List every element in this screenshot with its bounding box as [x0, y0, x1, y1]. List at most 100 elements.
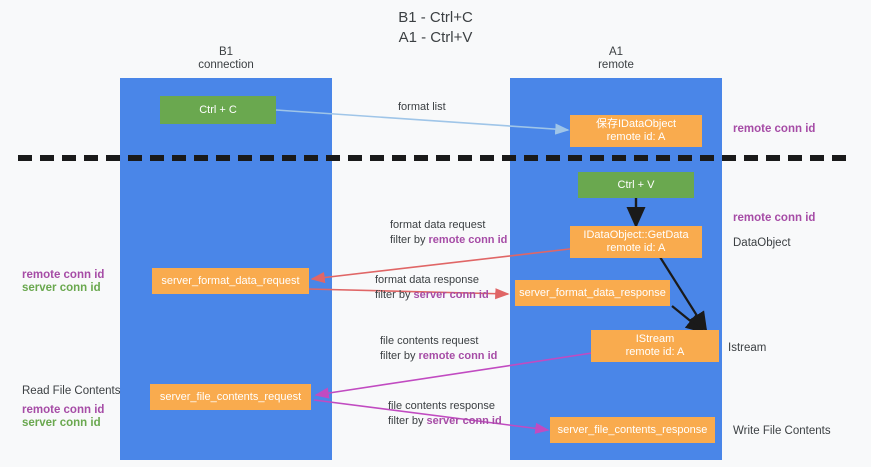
connector-file-contents-response — [313, 399, 550, 434]
divider-dash — [260, 155, 274, 161]
divider-dash — [634, 155, 648, 161]
divider-dash — [590, 155, 604, 161]
node-server-file-contents-request-label: server_file_contents_request — [159, 390, 302, 403]
divider-dash — [810, 155, 824, 161]
node-server-format-data-response-label: server_format_data_response — [519, 286, 666, 299]
divider-dash — [656, 155, 670, 161]
edge-label-format-data-request-line1: format data request — [390, 219, 486, 231]
node-server-file-contents-response-label: server_file_contents_response — [557, 423, 708, 436]
divider-dash — [546, 155, 560, 161]
divider-dash — [18, 155, 32, 161]
node-server-file-contents-request[interactable]: server_file_contents_request — [150, 384, 311, 410]
side-label-left-remote-conn-id-bottom: remote conn id — [22, 404, 105, 416]
divider-dash — [678, 155, 692, 161]
connector-format-data-request — [310, 247, 579, 284]
side-label-dataobject: DataObject — [733, 237, 791, 249]
node-save-idataobject-line1: 保存IDataObject — [595, 118, 677, 130]
divider-dash — [700, 155, 714, 161]
node-ctrl-c-label: Ctrl + C — [199, 103, 237, 116]
divider-dash — [502, 155, 516, 161]
divider-dash — [106, 155, 120, 161]
connector-getdata-to-istream — [659, 256, 708, 332]
phase-divider — [18, 155, 863, 161]
edge-label-format-data-request-highlight: remote conn id — [428, 234, 508, 246]
divider-dash — [62, 155, 76, 161]
edge-label-format-list-line1: format list — [398, 101, 446, 113]
divider-dash — [766, 155, 780, 161]
divider-dash — [788, 155, 802, 161]
edge-label-format-data-response-prefix: filter by — [375, 289, 414, 301]
column-header-a1: A1 remote — [598, 46, 634, 71]
node-save-idataobject-line2: remote id: A — [606, 131, 666, 143]
edge-label-format-data-response-line2: filter by server conn id — [375, 288, 489, 303]
page-title: B1 - Ctrl+C A1 - Ctrl+V — [398, 9, 473, 46]
edge-label-format-data-response-line1: format data response — [375, 274, 479, 286]
node-idataobject-getdata-line2: remote id: A — [606, 242, 666, 254]
edge-label-file-contents-request: file contents request filter by remote c… — [380, 334, 497, 364]
divider-dash — [612, 155, 626, 161]
edge-label-file-contents-response-prefix: filter by — [388, 415, 427, 427]
edge-label-format-data-request: format data request filter by remote con… — [390, 218, 507, 248]
connector-file-contents-request — [314, 352, 593, 399]
side-label-left-server-conn-id-bottom: server conn id — [22, 417, 101, 429]
divider-dash — [172, 155, 186, 161]
divider-dash — [722, 155, 736, 161]
edge-label-format-data-response: format data response filter by server co… — [375, 273, 489, 303]
column-header-b1: B1 connection — [198, 46, 254, 71]
divider-dash — [744, 155, 758, 161]
edge-label-file-contents-response-line1: file contents response — [388, 400, 496, 412]
node-istream-line2: remote id: A — [625, 346, 685, 358]
node-istream[interactable]: IStream remote id: A — [591, 330, 719, 362]
node-ctrl-c[interactable]: Ctrl + C — [160, 96, 276, 124]
divider-dash — [216, 155, 230, 161]
edge-label-file-contents-response-line2: filter by server conn id — [388, 414, 502, 429]
node-server-format-data-request[interactable]: server_format_data_request — [152, 268, 309, 294]
divider-dash — [84, 155, 98, 161]
edge-label-file-contents-request-prefix: filter by — [380, 350, 419, 362]
side-label-left-server-conn-id-top: server conn id — [22, 282, 101, 294]
divider-dash — [40, 155, 54, 161]
side-label-read-file-contents: Read File Contents — [22, 385, 121, 397]
divider-dash — [480, 155, 494, 161]
divider-dash — [238, 155, 252, 161]
divider-dash — [282, 155, 296, 161]
edge-label-format-data-request-prefix: filter by — [390, 234, 429, 246]
side-label-left-remote-conn-id-top: remote conn id — [22, 269, 105, 281]
divider-dash — [348, 155, 362, 161]
node-save-idataobject[interactable]: 保存IDataObject remote id: A — [570, 115, 702, 147]
edge-label-format-data-request-line2: filter by remote conn id — [390, 233, 507, 248]
node-server-file-contents-response[interactable]: server_file_contents_response — [550, 417, 715, 443]
side-label-right-remote-conn-id-top: remote conn id — [733, 123, 816, 135]
edge-label-file-contents-request-highlight: remote conn id — [418, 350, 498, 362]
divider-dash — [414, 155, 428, 161]
side-label-istream: Istream — [728, 342, 767, 354]
edge-label-format-data-response-highlight: server conn id — [413, 289, 489, 301]
divider-dash — [524, 155, 538, 161]
node-idataobject-getdata[interactable]: IDataObject::GetData remote id: A — [570, 226, 702, 258]
edge-label-file-contents-response-highlight: server conn id — [426, 415, 502, 427]
node-server-format-data-response[interactable]: server_format_data_response — [515, 280, 670, 306]
connector-format-data-response — [307, 288, 510, 300]
divider-dash — [568, 155, 582, 161]
side-label-write-file-contents: Write File Contents — [733, 425, 831, 437]
node-server-format-data-request-label: server_format_data_request — [161, 274, 300, 287]
connector-format-list — [275, 109, 570, 135]
node-ctrl-v-label: Ctrl + V — [617, 178, 655, 191]
divider-dash — [370, 155, 384, 161]
edge-label-file-contents-request-line2: filter by remote conn id — [380, 349, 497, 364]
side-label-right-remote-conn-id-mid: remote conn id — [733, 212, 816, 224]
divider-dash — [128, 155, 142, 161]
divider-dash — [458, 155, 472, 161]
node-istream-line1: IStream — [635, 333, 675, 345]
divider-dash — [392, 155, 406, 161]
divider-dash — [304, 155, 318, 161]
edge-label-file-contents-request-line1: file contents request — [380, 335, 479, 347]
edge-label-file-contents-response: file contents response filter by server … — [388, 399, 502, 429]
divider-dash — [436, 155, 450, 161]
divider-dash — [150, 155, 164, 161]
divider-dash — [326, 155, 340, 161]
node-idataobject-getdata-line1: IDataObject::GetData — [583, 229, 689, 241]
node-ctrl-v[interactable]: Ctrl + V — [578, 172, 694, 198]
